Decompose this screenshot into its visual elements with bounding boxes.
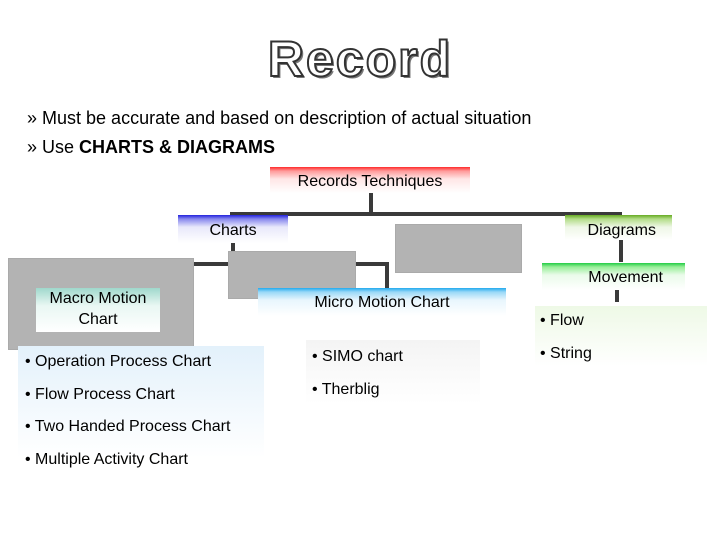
micro-list-panel <box>306 340 480 404</box>
list-item: • Flow <box>540 312 584 329</box>
macro-list-panel <box>18 346 264 458</box>
macro-items: • Operation Process Chart • Flow Process… <box>25 346 230 476</box>
list-item: • Operation Process Chart <box>25 353 212 370</box>
node-movement: Movement <box>542 263 685 290</box>
slide-title: Record <box>267 30 453 88</box>
movement-list-panel <box>535 306 707 366</box>
movement-items: • Flow • String <box>540 305 592 370</box>
node-records-techniques: Records Techniques <box>270 167 470 193</box>
bullet-marker: » <box>27 137 38 157</box>
connector-movement-list <box>615 290 619 302</box>
node-charts: Charts <box>178 215 288 243</box>
bullet-marker: » <box>27 108 38 128</box>
grey-block-right <box>395 224 522 273</box>
node-micro-motion-chart: Micro Motion Chart <box>258 288 506 316</box>
bullet-bold-text: CHARTS & DIAGRAMS <box>79 137 276 157</box>
node-macro-motion-chart: Macro Motion Chart <box>36 288 160 332</box>
list-item: • Flow Process Chart <box>25 385 175 403</box>
node-diagrams: Diagrams <box>565 215 672 240</box>
connector-level1-bar <box>230 212 622 216</box>
list-item: • SIMO chart <box>312 348 403 365</box>
bullet-text: Use <box>42 137 80 157</box>
list-item: • String <box>540 344 592 362</box>
connector-micro-drop <box>385 262 389 290</box>
connector-root-down <box>369 193 373 215</box>
list-item: • Therblig <box>312 381 380 398</box>
bullet-accuracy: » Must be accurate and based on descript… <box>27 108 531 129</box>
list-item: • Two Handed Process Chart <box>25 418 231 435</box>
connector-diagrams-down <box>619 240 623 262</box>
bullet-text: Must be accurate and based on descriptio… <box>42 108 532 128</box>
bullet-charts-diagrams: » Use CHARTS & DIAGRAMS <box>27 137 275 158</box>
list-item: • Multiple Activity Chart <box>25 450 188 468</box>
micro-items: • SIMO chart • Therblig <box>312 340 403 406</box>
